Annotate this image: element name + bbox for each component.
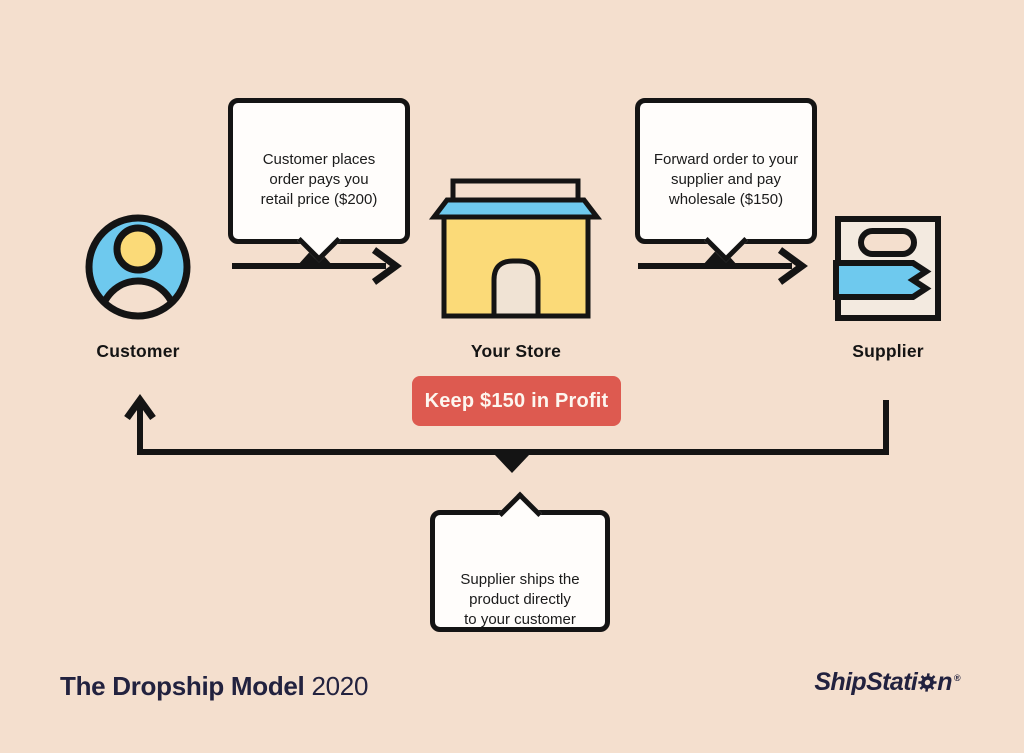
node-label-supplier: Supplier xyxy=(852,341,924,361)
node-label-your-store: Your Store xyxy=(470,341,562,361)
registered-trademark-symbol: ® xyxy=(953,673,961,683)
person-avatar-icon xyxy=(85,214,191,320)
bubble-customer-text: Customer places order pays you retail pr… xyxy=(260,151,378,209)
storefront-icon xyxy=(428,178,603,319)
brand-text-pre: ShipStati xyxy=(814,668,918,696)
package-box-icon xyxy=(833,216,941,321)
return-path-supplier-to-customer-icon xyxy=(124,394,889,473)
diagram-title-bold: The Dropship Model xyxy=(60,671,305,701)
node-label-customer: Customer xyxy=(96,341,180,361)
bubble-supplier-text: Supplier ships the product directly to y… xyxy=(460,571,580,629)
bubble-forward-text: Forward order to your supplier and pay w… xyxy=(653,151,799,209)
bubble-customer-places-order: Customer places order pays you retail pr… xyxy=(228,98,410,263)
diagram-title-year: 2020 xyxy=(311,671,369,701)
bubble-supplier-ships: Supplier ships the product directly to y… xyxy=(430,491,610,632)
gear-icon xyxy=(917,670,937,699)
bubble-forward-order: Forward order to your supplier and pay w… xyxy=(635,98,817,263)
profit-badge-label: Keep $150 in Profit xyxy=(424,389,609,412)
shipstation-logo: ShipStati n® xyxy=(814,668,960,697)
profit-badge: Keep $150 in Profit xyxy=(412,376,621,426)
brand-text-post: n xyxy=(937,668,952,696)
